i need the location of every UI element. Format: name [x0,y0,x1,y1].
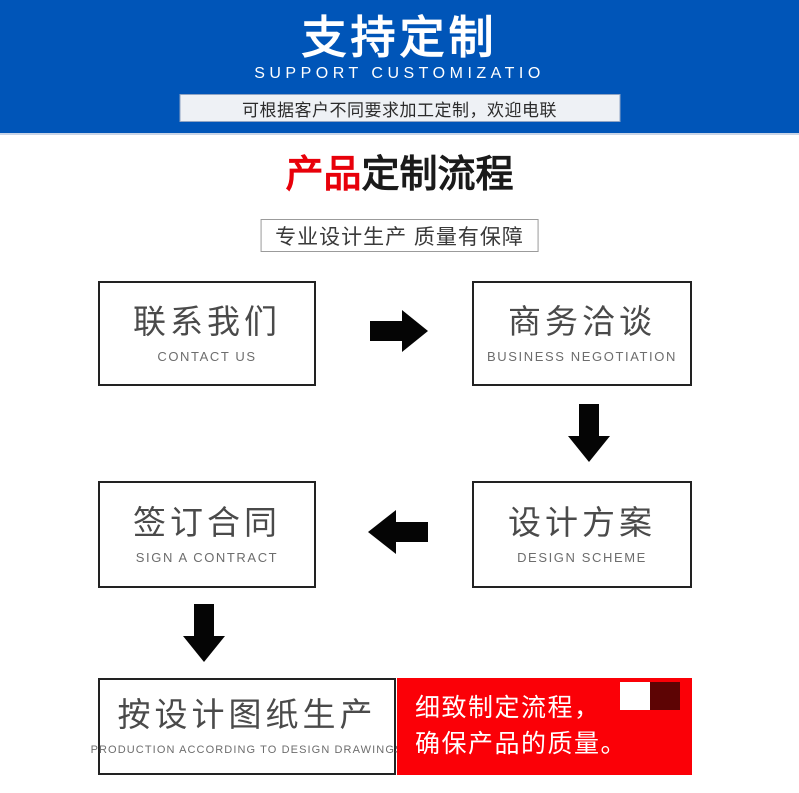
section-subtitle-box: 专业设计生产 质量有保障 [260,219,539,252]
flow-step-label-cn: 设计方案 [508,503,656,541]
deco-square-dark [650,682,680,710]
arrow-left-icon [368,508,428,556]
arrow-right-icon [370,308,428,354]
flow-step-label-en: DESIGN SCHEME [517,549,647,565]
flow-step-label-en: BUSINESS NEGOTIATION [487,348,677,364]
flow-step-production[interactable]: 按设计图纸生产 PRODUCTION ACCORDING TO DESIGN D… [91,678,402,775]
section-subtitle-text: 专业设计生产 质量有保障 [275,225,524,249]
flow-step-label-en: CONTACT US [157,348,257,364]
arrow-down-icon [566,404,612,462]
flow-step-sign-a-contract[interactable]: 签订合同 SIGN A CONTRACT [98,481,316,588]
flow-step-contact-us[interactable]: 联系我们 CONTACT US [98,281,316,386]
flow-step-business-negotiation[interactable]: 商务洽谈 BUSINESS NEGOTIATION [472,281,692,386]
banner-strip: 可根据客户不同要求加工定制，欢迎电联 [179,94,620,122]
flow-step-label-en: PRODUCTION ACCORDING TO DESIGN DRAWINGS [90,743,404,756]
section-title-red: 产品 [285,154,362,196]
flow-step-label-cn: 签订合同 [133,503,281,541]
callout-panel: 细致制定流程， 确保产品的质量。 [397,678,692,775]
flow-step-label-cn: 商务洽谈 [508,302,656,340]
flow-step-label-cn: 联系我们 [133,302,281,340]
deco-square-light [620,682,650,710]
banner-strip-text: 可根据客户不同要求加工定制，欢迎电联 [242,100,557,120]
banner-title: 支持定制 [301,12,498,63]
arrow-down-icon [181,604,227,662]
callout-line-1: 细致制定流程， [415,694,601,722]
banner-subtitle: SUPPORT CUSTOMIZATIO [254,65,545,82]
flow-step-label-en: SIGN A CONTRACT [135,549,279,565]
flow-step-design-scheme[interactable]: 设计方案 DESIGN SCHEME [472,481,692,588]
flow-step-label-cn: 按设计图纸生产 [117,695,377,733]
header-banner: 支持定制 SUPPORT CUSTOMIZATIO 可根据客户不同要求加工定制，… [0,0,799,135]
callout-line-2: 确保产品的质量。 [415,730,628,758]
section-title: 产品定制流程 [0,152,799,198]
section-title-black: 定制流程 [361,154,514,196]
